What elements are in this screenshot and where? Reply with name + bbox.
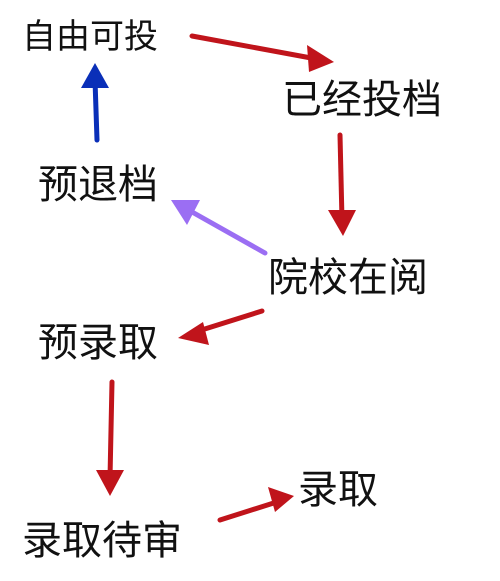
arrow-preadmit-to-pending [96, 379, 124, 496]
arrow-review-to-preadmit [178, 308, 265, 345]
node-school-review: 院校在阅 [268, 255, 428, 301]
node-free-fill: 自由可投 [22, 17, 158, 57]
arrow-prewithdraw-to-free [81, 63, 109, 143]
node-pre-admit: 预录取 [38, 320, 158, 366]
node-pre-withdraw: 预退档 [38, 162, 158, 208]
node-admitted: 录取 [298, 467, 378, 513]
node-filed: 已经投档 [282, 77, 442, 123]
node-admit-pending: 录取待审 [22, 518, 182, 564]
arrow-review-to-prewithdraw [171, 200, 268, 256]
arrow-filed-to-review [328, 132, 356, 236]
arrow-pending-to-admit [217, 487, 294, 523]
arrow-free-to-filed [189, 33, 334, 72]
